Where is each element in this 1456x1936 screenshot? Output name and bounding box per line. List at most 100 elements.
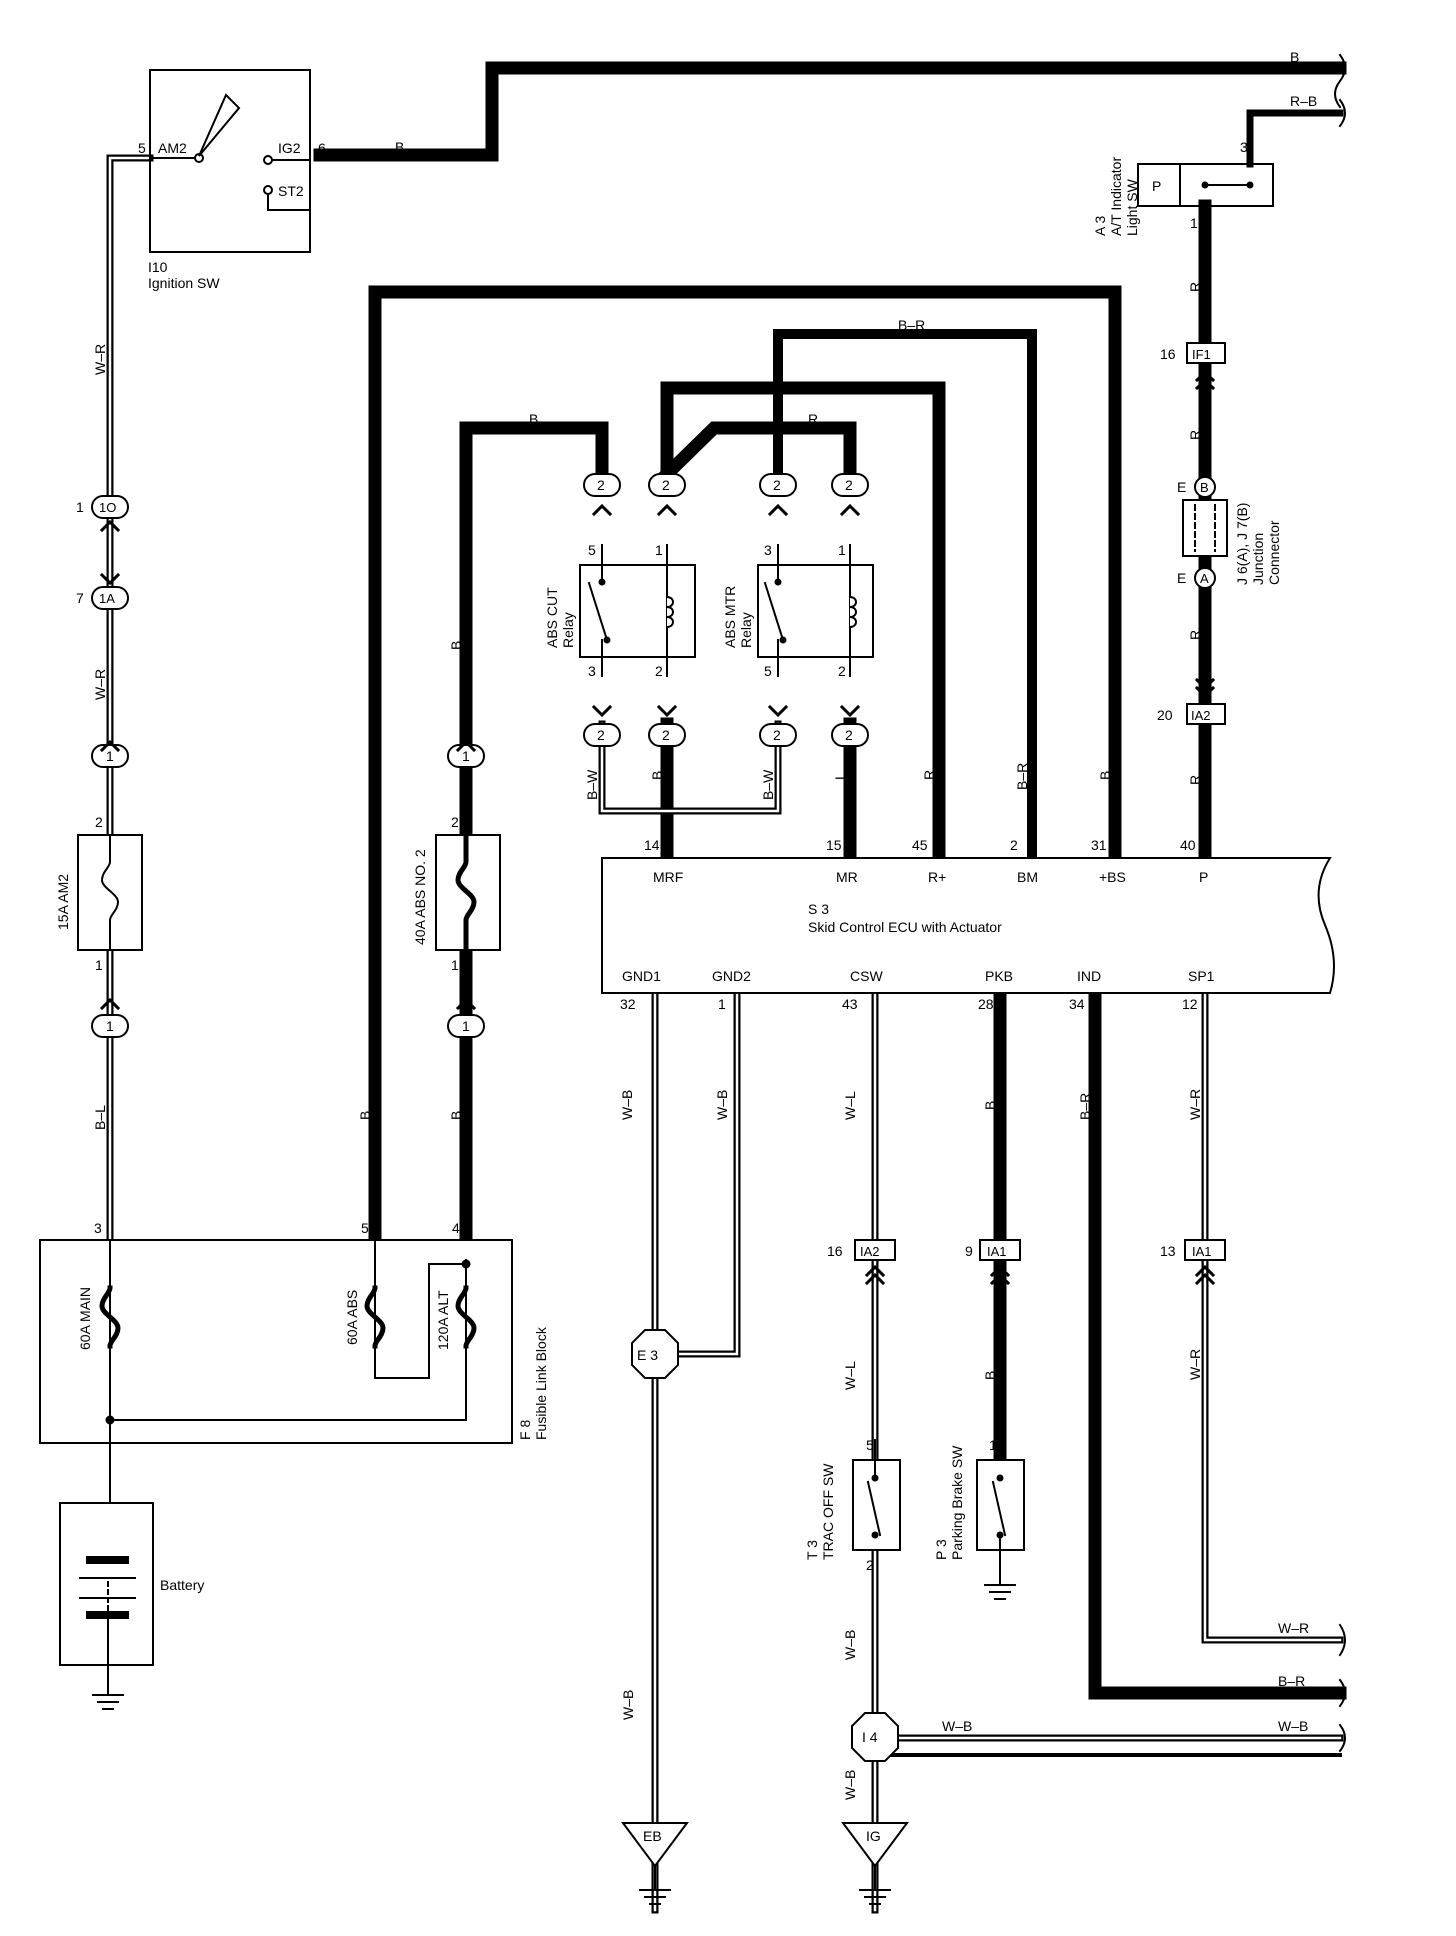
mtr-p3: 3 [764, 542, 772, 558]
connector-1o [91, 495, 129, 519]
mtr-p1: 1 [838, 542, 846, 558]
relay-conn-b1: 2 [597, 727, 605, 743]
wire-b-relay: B [529, 411, 538, 427]
cut-p1: 1 [655, 542, 663, 558]
c1o-id: 1O [99, 500, 116, 515]
junction-b: B [1200, 480, 1209, 495]
battery-label: Battery [160, 1577, 204, 1593]
mtr-p2: 2 [838, 663, 846, 679]
abs2-conn-top: 1 [462, 748, 470, 764]
wire-w-b-right: W–B [1278, 1718, 1308, 1734]
ia1-sp1-id: IA1 [1192, 1244, 1212, 1259]
wire-b-r-bm-lbl: B–R [1014, 763, 1030, 790]
abs2-bottom-pin: 1 [451, 957, 459, 973]
wire-w-b-gnd1: W–B [619, 1090, 635, 1120]
wire-b-mrf: B [649, 771, 665, 780]
ecu-pin-1: 1 [718, 996, 726, 1012]
ecu-pin-40: 40 [1180, 837, 1196, 853]
ecu-pin-34: 34 [1069, 996, 1085, 1012]
fuse-am2-label: 15A AM2 [55, 874, 71, 930]
abs2-conn-bottom: 1 [462, 1018, 470, 1034]
wire-double [106, 154, 1344, 1914]
ignition-switch-lever [198, 93, 241, 157]
trac-name: TRAC OFF SW [820, 1463, 836, 1560]
wire-b-r-right: B–R [1278, 1673, 1305, 1689]
ecu-name: Skid Control ECU with Actuator [808, 919, 1002, 935]
ground-eb-label: EB [643, 1828, 662, 1844]
trac-p2: 2 [866, 1557, 874, 1573]
ia2-top-pin: 20 [1157, 707, 1173, 723]
relay-conn-t3: 2 [773, 477, 781, 493]
ign-name: Ignition SW [148, 275, 220, 291]
relay-conn-t1: 2 [597, 477, 605, 493]
wire-b-r-bm [773, 329, 1037, 863]
ia1-pkb-pin: 9 [965, 1243, 973, 1259]
wire-r-b [1246, 109, 1344, 168]
connector-relay-top-3 [759, 473, 797, 497]
wire-r-relay: R [808, 411, 818, 427]
connector-ia1-pkb [979, 1239, 1021, 1261]
wire-w-r-top: W–R [92, 344, 108, 375]
wire-w-b-i4: W–B [942, 1718, 972, 1734]
ecu-pkb: PKB [985, 968, 1013, 984]
ecu-pin-45: 45 [912, 837, 928, 853]
ign-am2: AM2 [158, 140, 187, 156]
wire-b-abs2-top: B [448, 641, 464, 650]
wire-r-2: R [1187, 430, 1203, 440]
ecu-box [601, 857, 1335, 994]
ecu-p: P [1199, 869, 1208, 885]
ground-symbol-pkb [984, 1584, 1016, 1600]
junction-e-a: E [1177, 570, 1186, 586]
am2-conn-top: 1 [106, 748, 114, 764]
if1-id: IF1 [1192, 347, 1211, 362]
wire-w-r-sp1-2: W–R [1187, 1349, 1203, 1380]
wire-b-r-relay: B–R [898, 317, 925, 333]
ign-pin-ig2: 6 [318, 140, 326, 156]
fusible-link-block-box [39, 1239, 513, 1444]
splice-e3-label: E 3 [637, 1347, 658, 1363]
cut-p3: 3 [588, 663, 596, 679]
at-name1: A/T Indicator [1108, 157, 1124, 236]
ecu-id: S 3 [808, 901, 829, 917]
connector-ia1-sp1 [1184, 1239, 1226, 1261]
wire-double-inner [108, 156, 1342, 1912]
trac-p5: 5 [866, 1437, 874, 1453]
fl-p3: 3 [94, 1220, 102, 1236]
wire-r-b-top: R–B [1290, 93, 1317, 109]
connector-relay-top-1 [583, 473, 621, 497]
wire-w-b-eb: W–B [620, 1690, 636, 1720]
junction-id: J 6(A), J 7(B) [1234, 503, 1250, 585]
relay-conn-b4: 2 [845, 727, 853, 743]
ecu-gnd1: GND1 [622, 968, 661, 984]
ign-st2: ST2 [278, 183, 304, 199]
ecu-pin-43: 43 [842, 996, 858, 1012]
mtr-name1: ABS MTR [722, 586, 738, 648]
ecu-sp1: SP1 [1188, 968, 1215, 984]
ign-pin-am2: 5 [138, 140, 146, 156]
junction-pin-a [1194, 567, 1216, 589]
pkb-p1: 1 [989, 1437, 997, 1453]
connector-1a [91, 586, 129, 610]
ia1-sp1-pin: 13 [1160, 1243, 1176, 1259]
ecu-pin-31: 31 [1091, 837, 1107, 853]
junction-connector-box [1182, 499, 1228, 557]
pkb-id: P 3 [933, 1539, 949, 1560]
connector-relay-bottom-3 [759, 723, 797, 747]
connector-if1 [1186, 342, 1226, 364]
ecu-pin-32: 32 [620, 996, 636, 1012]
wire-w-b-gnd2: W–B [714, 1090, 730, 1120]
fuse-abs2-label: 40A ABS NO. 2 [412, 849, 428, 945]
c1a-id: 1A [99, 591, 115, 606]
wire-r-3: R [1187, 630, 1203, 640]
am2-top-pin: 2 [95, 814, 103, 830]
wire-w-r-sp1: W–R [1187, 1089, 1203, 1120]
ground-ig-label: IG [866, 1828, 881, 1844]
at-pin-3: 3 [1240, 139, 1248, 155]
c1a-pin: 7 [76, 590, 84, 606]
ecu-pin-12: 12 [1182, 996, 1198, 1012]
at-pin-1: 1 [1190, 215, 1198, 231]
wire-b-w-1: B–W [584, 769, 600, 800]
wire-b-abs2-bottom: B [448, 1111, 464, 1120]
fl-id: F 8 [517, 1420, 533, 1440]
connector-ia2-bottom [854, 1239, 896, 1261]
